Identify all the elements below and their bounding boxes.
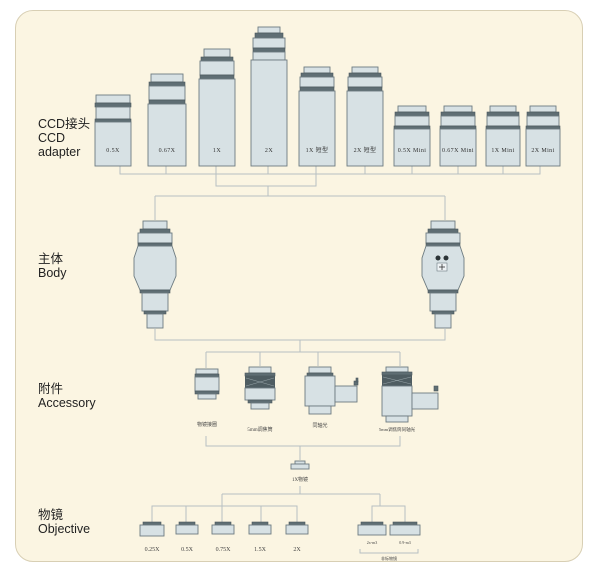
objective-label: 0.9-m3 xyxy=(399,540,410,545)
objective-label: 2X xyxy=(293,547,301,553)
adapter-label: 0.5X xyxy=(106,148,120,154)
objective-special-2x: 2x-m3 xyxy=(357,521,387,545)
adapter-label: 2X Mini xyxy=(531,148,554,154)
body-connector-lines xyxy=(154,328,446,368)
ccd-adapter-label: CCD接头 CCD adapter xyxy=(38,117,91,159)
adapter-label: 0.67X xyxy=(159,148,176,154)
special-objective-group: 非标物镜 xyxy=(359,549,419,561)
objective-1-5x: 1.5X xyxy=(248,521,272,553)
body-unit-right xyxy=(421,220,465,329)
ccd-connector-lines xyxy=(119,166,541,220)
coupler-1x: 1X物镜 xyxy=(290,460,310,483)
objective-label: 2x-m3 xyxy=(367,540,377,545)
accessory-label: 5mm调焦筒同轴光 xyxy=(379,426,416,433)
adapter-label: 2X 短型 xyxy=(354,146,377,154)
adapter-label: 1X xyxy=(213,148,221,154)
objective-0-75x: 0.75X xyxy=(211,521,235,553)
adapter-label: 0.5X Mini xyxy=(398,148,427,154)
accessory-label: 物镜接圈 xyxy=(197,421,217,428)
accessory-focus-tube-coaxial: 5mm调焦筒同轴光 xyxy=(379,366,439,433)
accessory-5mm-focus-tube: 5mm调焦筒 xyxy=(244,366,276,433)
objective-special-0-9x: 0.9-m3 xyxy=(389,521,421,545)
accessory-objective-ring: 物镜接圈 xyxy=(194,368,220,428)
objective-2x: 2X xyxy=(285,521,309,553)
ccd-adapter-0-67x: 0.67X xyxy=(147,73,187,167)
body-unit-left xyxy=(133,220,177,329)
objective-label: 0.75X xyxy=(216,547,232,553)
accessory-label: 5mm调焦筒 xyxy=(247,426,272,433)
objective-connector-lines xyxy=(151,486,406,522)
ccd-adapter-1x-mini: 1X Mini xyxy=(485,105,521,167)
objective-label: 物镜 Objective xyxy=(38,508,91,536)
objective-label: 0.25X xyxy=(145,547,161,553)
adapter-label: 1X 短型 xyxy=(306,146,329,154)
accessory-label: 同轴光 xyxy=(312,422,327,429)
accessory-coaxial-light: 同轴光 xyxy=(304,366,359,429)
objective-0-25x: 0.25X xyxy=(139,521,165,553)
special-group-label: 非标物镜 xyxy=(381,555,397,561)
objective-0-5x: 0.5X xyxy=(175,521,199,553)
body-label: 主体 Body xyxy=(38,252,67,280)
ccd-adapter-2x-short: 2X 短型 xyxy=(346,66,384,167)
ccd-adapter-0-5x-mini: 0.5X Mini xyxy=(393,105,431,167)
objective-label: 1.5X xyxy=(254,547,267,553)
adapter-label: 0.67X Mini xyxy=(442,148,474,154)
accessory-connector-lines xyxy=(205,436,401,460)
ccd-adapter-1x: 1X xyxy=(198,48,236,167)
accessory-label: 附件 Accessory xyxy=(38,382,96,410)
adapter-label: 2X xyxy=(265,148,273,154)
ccd-adapter-0-67x-mini: 0.67X Mini xyxy=(439,105,477,167)
coupler-label: 1X物镜 xyxy=(292,476,308,483)
adapter-label: 1X Mini xyxy=(491,148,514,154)
ccd-adapter-2x-mini: 2X Mini xyxy=(525,105,561,167)
ccd-adapter-1x-short: 1X 短型 xyxy=(298,66,336,167)
ccd-adapter-0-5x: 0.5X xyxy=(94,94,132,167)
objective-label: 0.5X xyxy=(181,547,194,553)
ccd-adapter-2x: 2X xyxy=(250,26,288,167)
